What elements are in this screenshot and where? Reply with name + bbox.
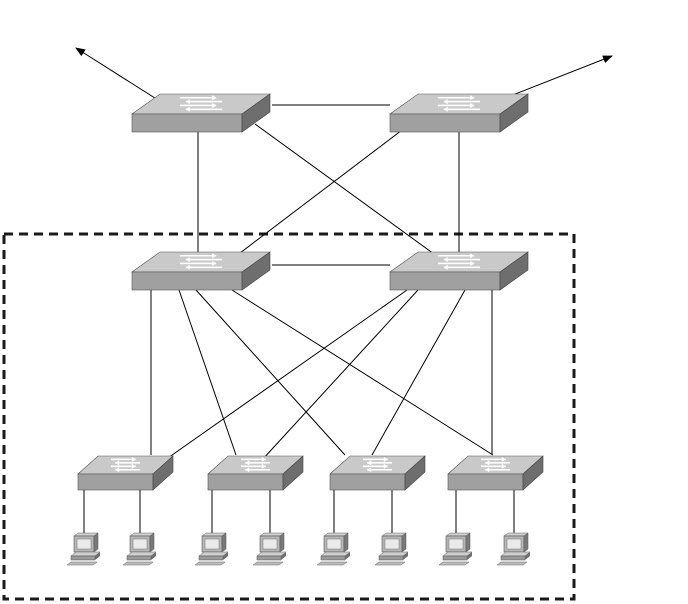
access-3-host-1-workstation-icon bbox=[317, 533, 350, 565]
access-1-host-2-workstation-icon bbox=[123, 533, 156, 565]
access-4-host-2-workstation-icon bbox=[497, 533, 530, 565]
access-1-host-1-workstation-icon bbox=[67, 533, 100, 565]
access-2-host-2-workstation-icon bbox=[253, 533, 286, 565]
link-core-left-dist-right bbox=[255, 124, 445, 262]
access-2-host-1-workstation-icon bbox=[195, 533, 228, 565]
link-core-right-dist-left bbox=[215, 124, 410, 272]
core-right-switch-icon bbox=[390, 94, 528, 132]
link-dist-right-access-3 bbox=[372, 290, 465, 455]
dist-left-switch-icon bbox=[132, 252, 270, 290]
access-3-switch-icon bbox=[330, 456, 425, 490]
access-2-switch-icon bbox=[208, 456, 303, 490]
access-4-switch-icon bbox=[448, 456, 543, 490]
access-3-host-2-workstation-icon bbox=[375, 533, 408, 565]
dist-right-switch-icon bbox=[390, 252, 528, 290]
access-1-switch-icon bbox=[78, 456, 173, 490]
access-4-host-1-workstation-icon bbox=[439, 533, 472, 565]
uplink-upper-left-arrow-icon bbox=[76, 48, 158, 100]
uplink-upper-right-arrow-icon bbox=[500, 56, 612, 100]
core-left-switch-icon bbox=[132, 94, 270, 132]
